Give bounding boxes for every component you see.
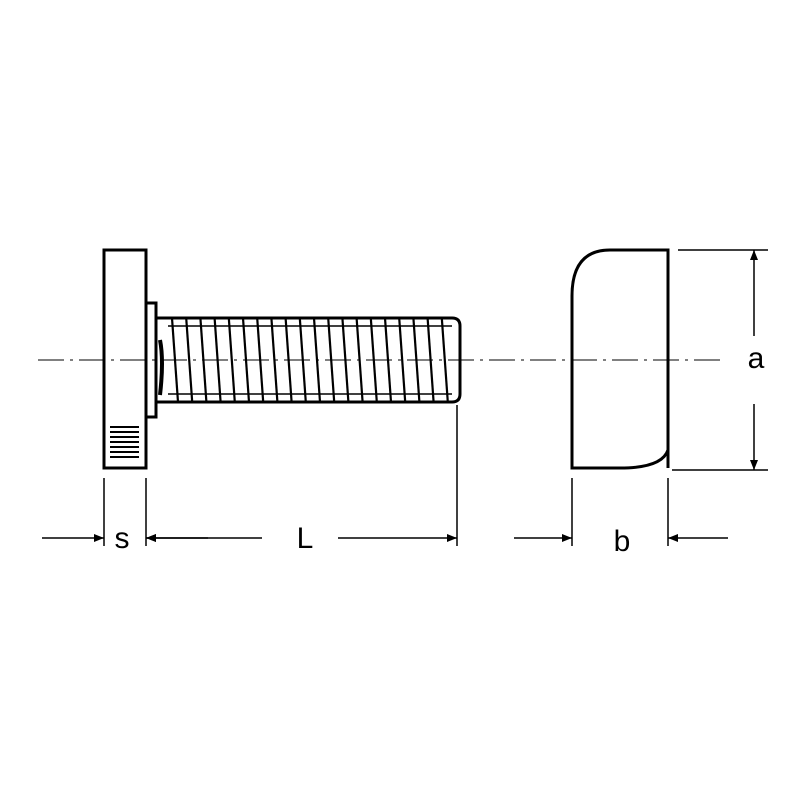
thread-crest-line [170,317,180,403]
thread-crest-line [241,317,251,403]
dimension-label-a: a [748,342,765,375]
thread-crest-line [284,317,293,403]
thread-crest-line [270,317,279,403]
thread-crest-line [369,317,378,403]
thread-crest-line [426,317,435,403]
dimension-label-b: b [614,525,631,558]
t-head-end-view [570,248,670,470]
bolt-side-view [102,248,462,470]
thread-crest-line [298,317,307,403]
t-head-profile [570,248,670,470]
dimension-label-s: s [115,522,130,555]
bolt-collar [144,301,158,419]
thread-crest-line [227,317,236,403]
thread-crest-line [256,317,265,403]
dimension-b: b [514,525,728,558]
thread-crest-line [383,317,393,403]
thread-crest-line [341,317,350,403]
thread-crest-line [327,317,336,403]
bolt-head [102,248,148,470]
thread-crest-line [355,317,364,403]
thread-crest-line [213,317,222,403]
dimension-L: L [146,522,457,555]
dimension-label-L: L [297,522,314,555]
thread-crest-line [199,317,208,403]
thread-crest-line [312,317,322,403]
thread-crest-line [440,317,449,403]
head-knurl-marks [110,426,139,458]
thread-lines [170,317,449,403]
thread-crest-line [412,317,421,403]
dimension-a: a [748,250,765,470]
thread-crest-line [185,317,194,403]
thread-crest-line [398,317,407,403]
bolt-shank [156,316,462,404]
thread-start [158,339,164,396]
